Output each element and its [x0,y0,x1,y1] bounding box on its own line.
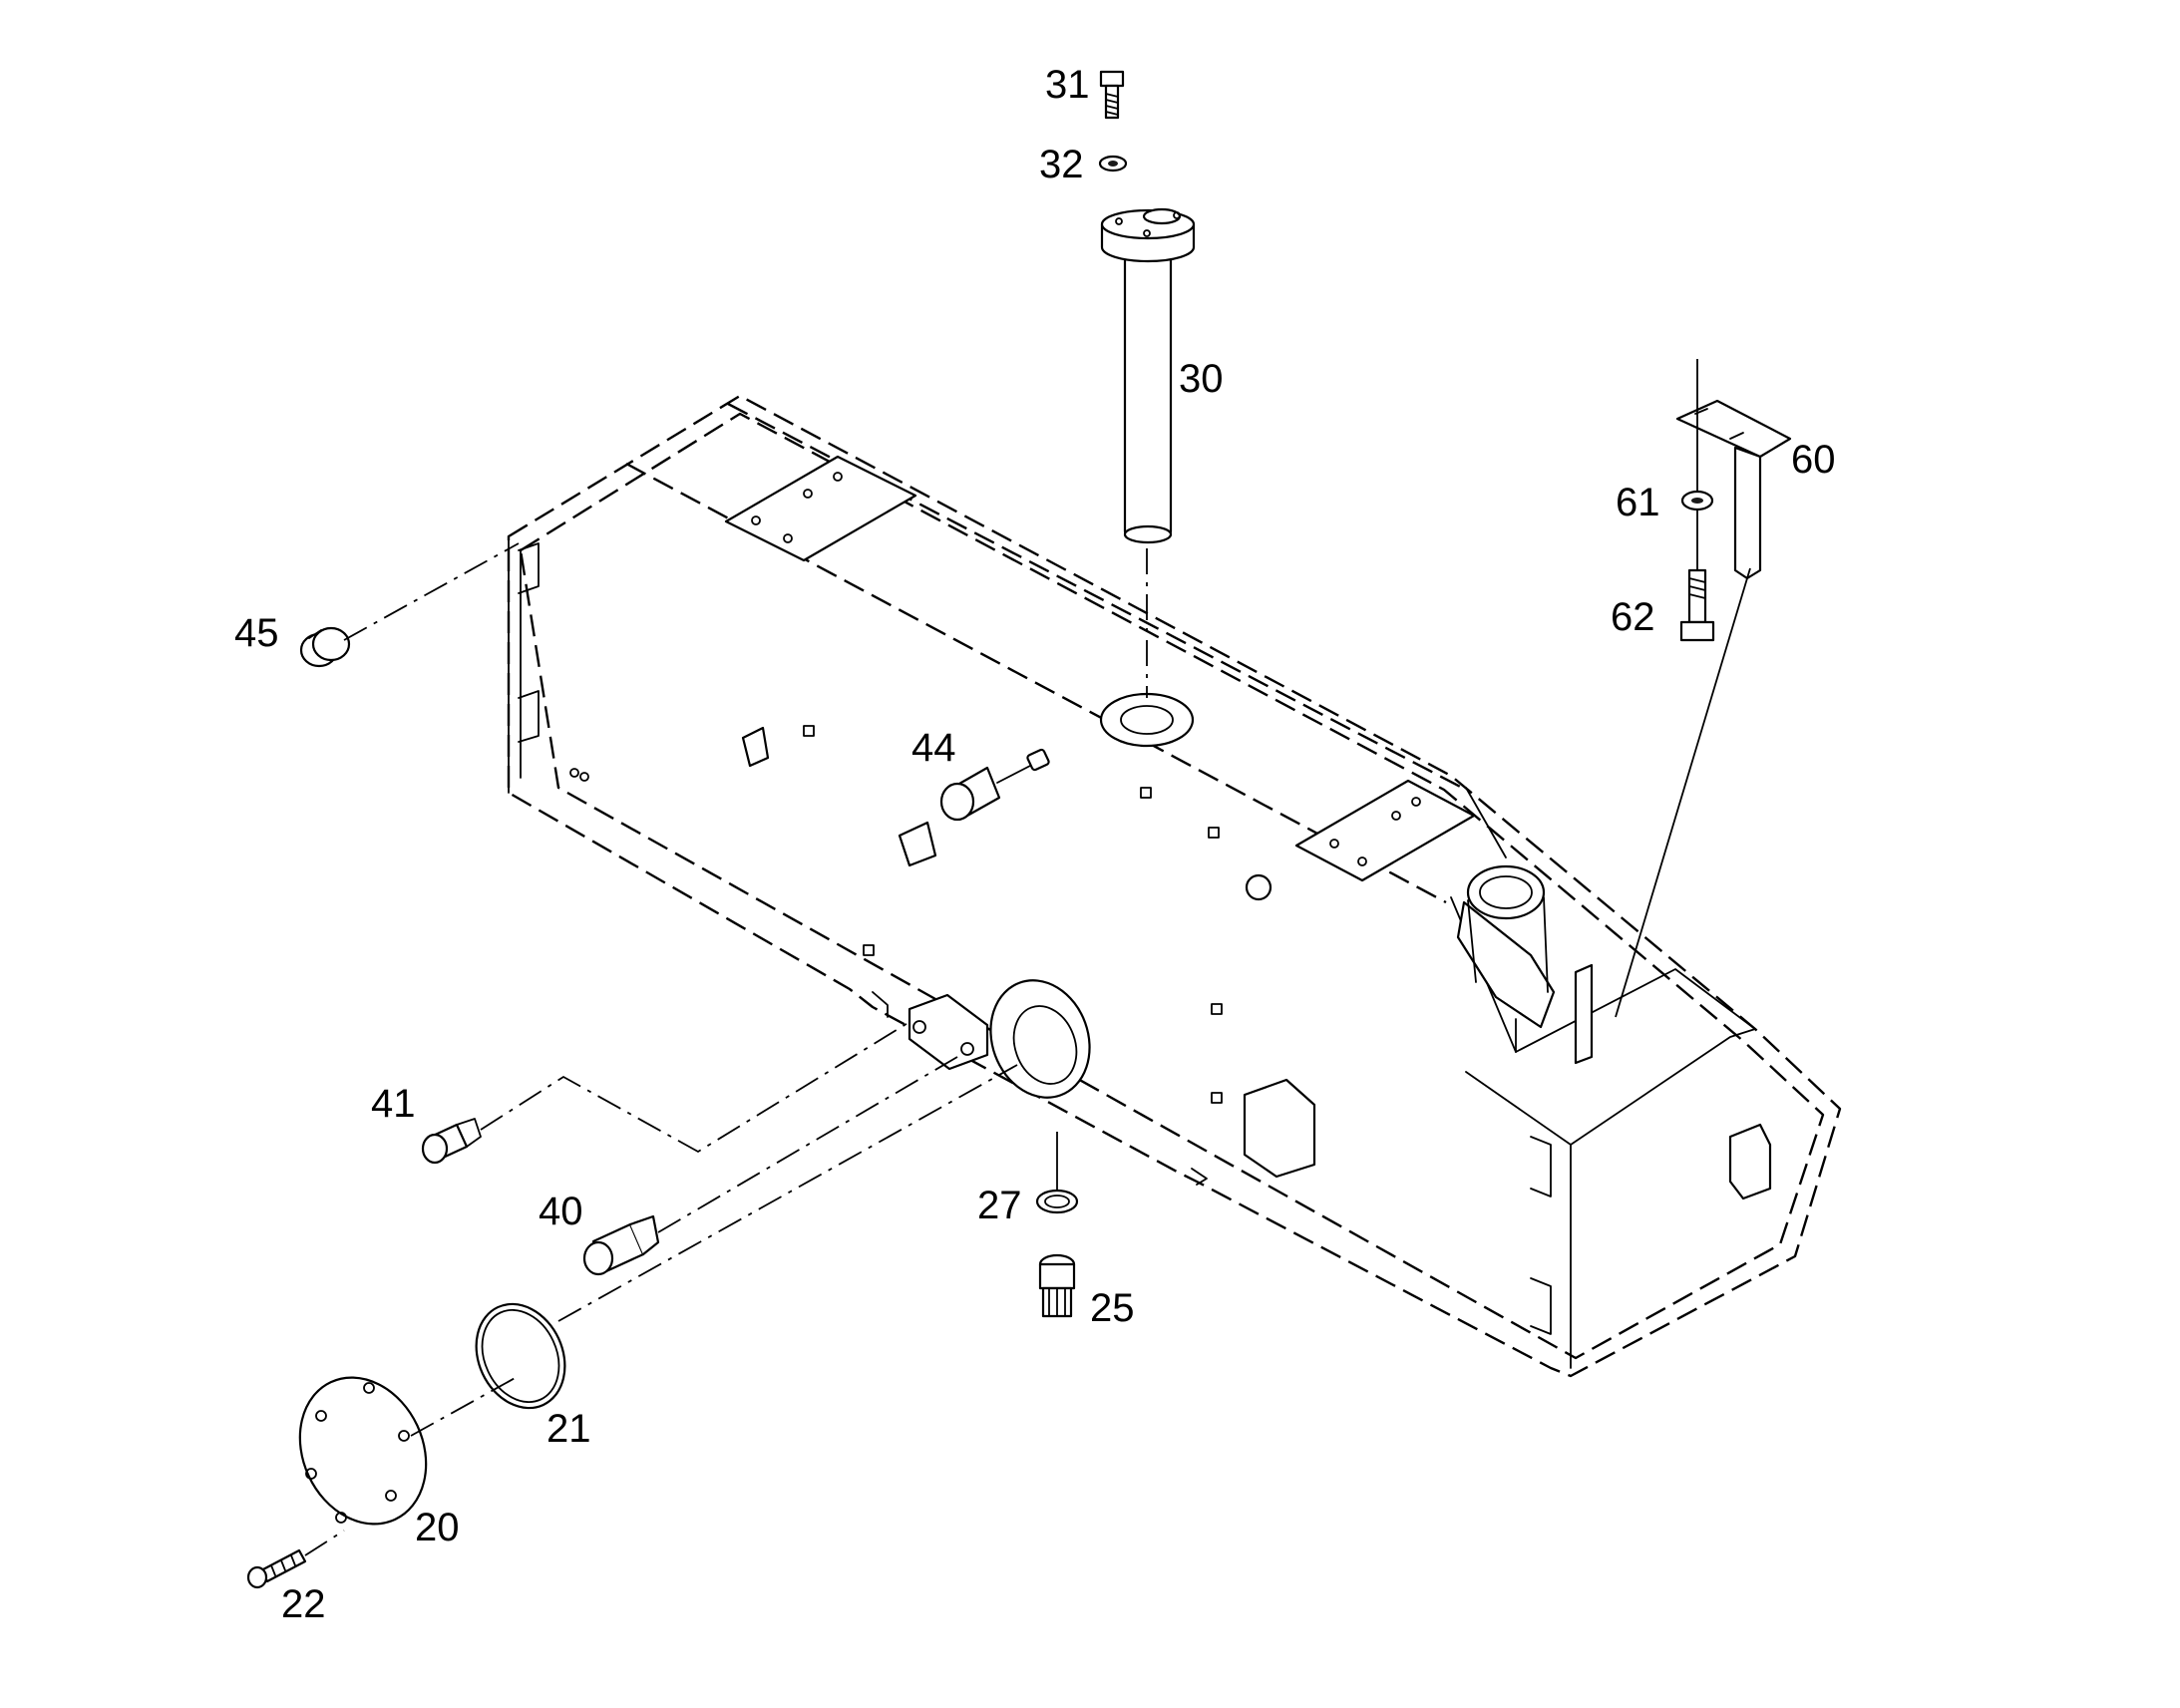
label-31: 31 [1045,63,1090,107]
label-27: 27 [977,1184,1022,1227]
leader-22 [304,1530,345,1556]
part-62-bolt [1679,568,1715,642]
leader-20 [410,1375,520,1437]
part-44-plug [939,748,1050,822]
label-61: 61 [1616,481,1660,524]
part-20-cover [298,1376,428,1526]
label-41: 41 [371,1082,416,1126]
tank-body [507,394,1842,1378]
leader-60 [1615,567,1751,1018]
label-40: 40 [539,1190,583,1233]
label-20: 20 [415,1506,460,1549]
leader-45 [343,542,520,641]
label-32: 32 [1039,143,1084,186]
part-31-bolt [1099,70,1125,120]
part-60-bracket [1675,399,1792,580]
leader-21 [557,1064,1018,1322]
leader-40 [657,1056,958,1233]
part-25-drain-plug [1038,1253,1076,1318]
label-25: 25 [1090,1286,1135,1330]
label-45: 45 [234,611,279,655]
label-21: 21 [546,1407,591,1451]
part-32-washer [1098,155,1128,172]
part-30-level-sender [1100,207,1196,544]
label-60: 60 [1791,438,1836,482]
label-62: 62 [1611,595,1655,639]
part-41-fitting [421,1118,482,1165]
label-22: 22 [281,1582,326,1626]
part-40-fitting [582,1214,660,1276]
leader-41 [480,1021,910,1154]
part-45-plug [299,626,351,668]
part-61-washer [1680,490,1714,512]
label-30: 30 [1179,357,1224,401]
part-22-screw [246,1548,307,1589]
part-27-seal [1035,1189,1079,1214]
part-21-o-ring [475,1302,566,1410]
label-44: 44 [911,726,956,770]
